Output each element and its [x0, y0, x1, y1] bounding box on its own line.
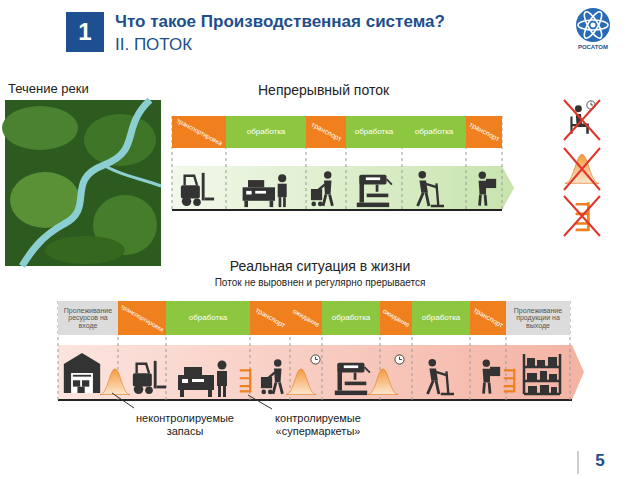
cart-worker-icon — [311, 171, 332, 206]
node-text: обработка — [422, 314, 461, 322]
clock-icon — [311, 355, 320, 364]
process-step: обработка — [226, 116, 306, 148]
slide-title: Что такое Производственная система? — [115, 12, 445, 32]
worker-icon — [428, 359, 454, 394]
stock-curve-icon — [286, 369, 316, 395]
node-text: обработка — [415, 128, 454, 136]
river-branch — [104, 165, 161, 186]
process-step: обработка — [346, 116, 402, 148]
stock-curve-icon — [100, 369, 130, 395]
worker-icon — [418, 171, 444, 206]
process-step: обработка — [402, 116, 466, 148]
stage-dividers — [172, 116, 502, 210]
river — [22, 100, 150, 266]
rosatom-logo — [576, 8, 610, 42]
cross-mark — [564, 148, 600, 190]
transport-step: транспортировка — [118, 301, 166, 335]
flow-band — [58, 345, 584, 400]
page-rule — [578, 451, 579, 474]
transport-step: транспорт — [470, 301, 506, 335]
process-step: обработка — [166, 301, 250, 335]
logo-core — [591, 23, 596, 28]
logo-text: РОСАТОМ — [568, 44, 618, 51]
idle-stock-box: Пролеживание продукции на выходе — [506, 301, 570, 335]
box-carrier-icon — [483, 359, 501, 393]
logo-orbit — [581, 10, 605, 41]
drill-press-icon — [335, 363, 370, 395]
callout-label: контролируемые «супермаркеты» — [262, 412, 374, 437]
cross-mark — [564, 100, 600, 140]
leader-line — [248, 395, 272, 409]
drill-press-icon — [357, 175, 392, 207]
node-text: обработка — [189, 314, 228, 322]
node-text: 1 — [78, 19, 91, 44]
stock-curve-icon — [368, 369, 398, 395]
section-number: 1 — [66, 12, 104, 52]
cross-mark — [564, 196, 600, 236]
flow-baseline — [172, 209, 502, 211]
node-text: транспорт — [310, 121, 343, 143]
callout-label: неконтролируемые запасы — [125, 412, 245, 437]
node-text: Пролеживание ресурсов на входе — [59, 307, 117, 329]
logo-disc — [576, 8, 610, 42]
forest-patch — [2, 106, 78, 150]
forest-patch — [45, 236, 125, 264]
process-step: обработка — [322, 301, 380, 335]
page-number: 5 — [588, 451, 612, 471]
river-photo — [2, 100, 161, 266]
idle-stock-box: Пролеживание ресурсов на входе — [58, 301, 118, 335]
flow-baseline — [58, 399, 572, 401]
stage-dividers — [58, 301, 570, 400]
logo-orbit — [578, 20, 608, 30]
node-text: транспорт — [472, 307, 504, 330]
node-text: обработка — [332, 314, 371, 322]
node-text: транспорт — [468, 121, 501, 143]
logo-orbit — [581, 10, 605, 41]
machine-icon — [178, 361, 227, 398]
flow-band — [172, 166, 514, 210]
image-caption: Течение реки — [8, 82, 158, 97]
transport-step: транспорт — [466, 116, 502, 148]
node-text: транспорт — [254, 307, 286, 330]
box-carrier-icon — [479, 171, 497, 205]
node-text: обработка — [355, 128, 394, 136]
process-step: обработка — [412, 301, 470, 335]
node-text: ожидание — [381, 308, 410, 329]
cart-worker-icon — [261, 359, 282, 394]
node-text: транспортировка — [175, 117, 223, 147]
leader-line — [112, 393, 134, 408]
node-text: транспортировка — [119, 303, 164, 333]
section-note: Поток не выровнен и регулярно прерываетс… — [140, 277, 500, 289]
slide-subtitle: II. ПОТОК — [115, 35, 315, 55]
section-label: Непрерывный поток — [258, 82, 458, 98]
waiting-step: ожидание — [290, 301, 322, 335]
node-text: Пролеживание продукции на выходе — [507, 307, 569, 329]
rack-icon — [524, 354, 560, 394]
forklift-icon — [181, 173, 214, 206]
machine-icon — [243, 174, 287, 207]
node-text: ожидание — [291, 308, 320, 329]
section-label: Реальная ситуация в жизни — [160, 258, 480, 274]
transport-step: транспорт — [306, 116, 346, 148]
transport-step: транспортировка — [172, 116, 226, 148]
shelf-icon — [504, 369, 515, 393]
node-text: обработка — [247, 128, 286, 136]
forklift-icon — [133, 361, 166, 394]
shelf-icon — [240, 369, 251, 393]
warehouse-icon — [64, 353, 100, 393]
waiting-step: ожидание — [380, 301, 412, 335]
transport-step: транспорт — [250, 301, 290, 335]
clock-icon — [395, 355, 404, 364]
